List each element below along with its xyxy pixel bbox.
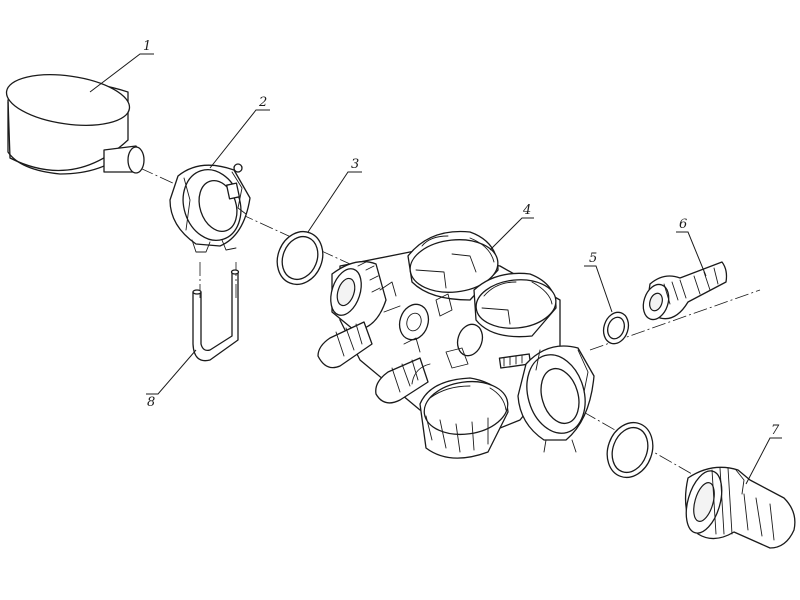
part-1-housing bbox=[5, 74, 145, 175]
part-4-valve-manifold bbox=[317, 230, 595, 459]
part-5-small-o-ring bbox=[602, 311, 630, 345]
part-2-bayonet-clip bbox=[169, 163, 251, 253]
callout-labels: 1 2 3 4 5 6 7 8 bbox=[143, 39, 780, 438]
callout-7: 7 bbox=[771, 423, 780, 438]
leader-lines bbox=[89, 53, 782, 485]
callout-8: 8 bbox=[147, 395, 155, 410]
callout-4: 4 bbox=[522, 203, 531, 218]
callout-6: 6 bbox=[679, 217, 687, 232]
part-6-small-barb-fitting bbox=[642, 261, 728, 321]
part-3-o-ring bbox=[276, 230, 324, 286]
callout-1: 1 bbox=[143, 39, 151, 54]
callout-3: 3 bbox=[351, 157, 359, 172]
part-8-u-staple bbox=[192, 269, 240, 362]
part-7-large-barb-fitting bbox=[684, 466, 796, 549]
callout-5: 5 bbox=[589, 251, 597, 266]
callout-2: 2 bbox=[258, 95, 267, 110]
large-o-ring bbox=[606, 421, 654, 479]
